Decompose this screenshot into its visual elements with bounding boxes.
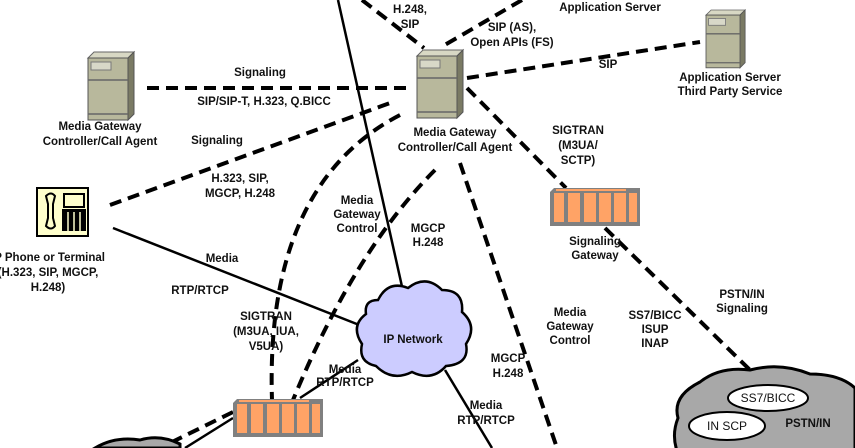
link-gw-left-solid bbox=[184, 416, 234, 448]
third-party-server-icon bbox=[705, 9, 746, 69]
ip-phone-label: H.248) bbox=[31, 282, 66, 294]
bottom-left-cloud bbox=[92, 436, 182, 448]
app-server-top-label: Application Server bbox=[559, 2, 661, 14]
in-scp-label: IN SCP bbox=[707, 419, 747, 433]
mgc-center-label: Controller/Call Agent bbox=[398, 142, 513, 154]
link-mgcp-right bbox=[458, 162, 559, 448]
third-party-label: Third Party Service bbox=[678, 86, 783, 98]
mgc-left-label: Media Gateway bbox=[58, 121, 142, 133]
ip-phone-label: IP Phone or Terminal bbox=[0, 252, 105, 264]
link-label: H.323, SIP, bbox=[211, 173, 268, 185]
link-label: Signaling bbox=[234, 67, 286, 79]
ip-phone-label: (H.323, SIP, MGCP, bbox=[0, 267, 98, 279]
link-label: Media bbox=[341, 195, 374, 207]
link-sip-third-party bbox=[466, 40, 701, 80]
link-label: V5UA) bbox=[249, 341, 284, 353]
link-label: SIP bbox=[401, 19, 420, 31]
link-label: SCTP) bbox=[561, 155, 596, 167]
in-scp-ellipse bbox=[688, 411, 766, 441]
mgc-left-label: Controller/Call Agent bbox=[43, 136, 158, 148]
link-label: RTP/RTCP bbox=[316, 377, 374, 389]
link-app-server bbox=[441, 0, 524, 48]
third-party-label: Application Server bbox=[679, 72, 781, 84]
link-label: (M3UA/ bbox=[558, 140, 598, 152]
signaling-gateway-icon bbox=[550, 188, 640, 226]
link-mgc-gateway-sigtran bbox=[269, 113, 401, 401]
link-label: PSTN/IN bbox=[719, 289, 764, 301]
link-label: Signaling bbox=[716, 303, 768, 315]
mgc-center-server-icon bbox=[416, 49, 464, 119]
link-label: SIGTRAN bbox=[552, 125, 604, 137]
link-phone-signaling bbox=[109, 101, 391, 207]
link-label: SIGTRAN bbox=[240, 311, 292, 323]
link-label: Gateway bbox=[546, 321, 594, 333]
link-label: Media bbox=[329, 364, 362, 376]
link-label: H.248 bbox=[413, 237, 444, 249]
link-label: MGCP, H.248 bbox=[205, 188, 276, 200]
link-label: Media bbox=[554, 307, 587, 319]
link-label: RTP/RTCP bbox=[457, 415, 515, 427]
link-label: Open APIs (FS) bbox=[470, 37, 553, 49]
mgc-left-server-icon bbox=[87, 51, 135, 121]
link-label: Signaling bbox=[191, 135, 243, 147]
link-label: MGCP bbox=[411, 223, 446, 235]
media-gateway-icon bbox=[233, 399, 323, 437]
link-gw-media bbox=[299, 358, 359, 400]
link-label: Control bbox=[550, 335, 591, 347]
ip-network-cloud bbox=[355, 280, 473, 378]
link-label: ISUP bbox=[642, 324, 669, 336]
link-cloud-media-right bbox=[443, 369, 494, 448]
link-top-solid bbox=[336, 0, 407, 301]
ss7-bicc-ellipse bbox=[727, 384, 809, 412]
link-label: H.248, bbox=[393, 4, 427, 16]
link-label: SIP (AS), bbox=[488, 22, 536, 34]
link-label: SIP/SIP-T, H.323, Q.BICC bbox=[197, 96, 331, 108]
link-sg-pstn bbox=[603, 226, 754, 374]
ss7-bicc-label: SS7/BICC bbox=[741, 391, 796, 405]
pstn-in-label: PSTN/IN bbox=[785, 418, 830, 430]
link-label: INAP bbox=[641, 338, 669, 350]
mgc-center-label: Media Gateway bbox=[413, 127, 497, 139]
link-label: Control bbox=[337, 223, 378, 235]
link-label: RTP/RTCP bbox=[171, 285, 229, 297]
ip-network-label: IP Network bbox=[383, 334, 443, 346]
link-phone-media bbox=[112, 226, 373, 332]
link-gw-left-dash bbox=[171, 410, 234, 444]
link-label: MGCP bbox=[491, 353, 526, 365]
link-label: Media bbox=[470, 400, 503, 412]
signaling-gateway-label: Gateway bbox=[571, 250, 619, 262]
link-top-h248 bbox=[360, 0, 426, 50]
link-label: (M3UA, IUA, bbox=[233, 326, 299, 338]
signaling-gateway-label: Signaling bbox=[569, 236, 621, 248]
link-label: Gateway bbox=[333, 209, 381, 221]
link-label: SIP bbox=[599, 59, 618, 71]
ip-phone-icon bbox=[36, 187, 89, 237]
link-label: Media bbox=[206, 253, 239, 265]
link-label: SS7/BICC bbox=[628, 310, 681, 322]
link-label: H.248 bbox=[493, 368, 524, 380]
link-mgc-gateway-control bbox=[291, 168, 437, 401]
link-sigtran-sg bbox=[465, 86, 568, 190]
